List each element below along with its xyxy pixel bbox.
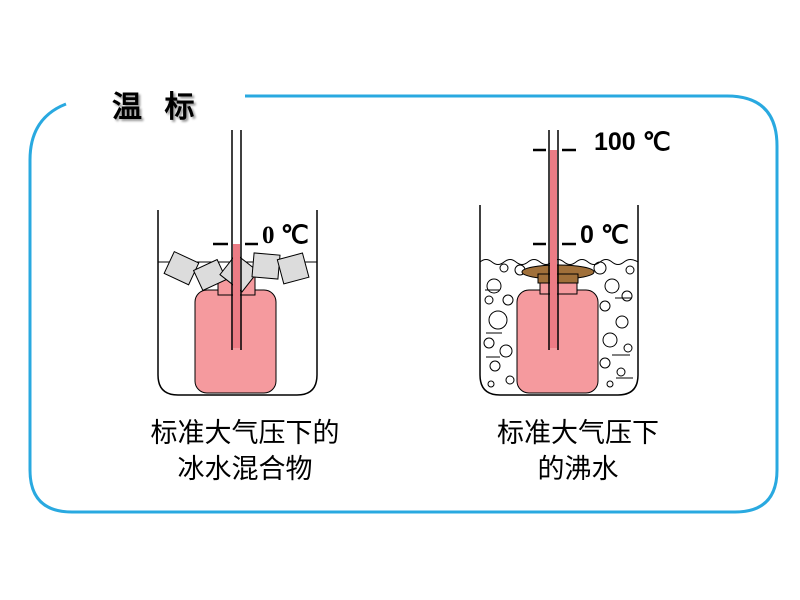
right-thermometer — [533, 130, 576, 350]
caption-line: 的沸水 — [537, 454, 619, 485]
frame-border — [28, 94, 779, 514]
right-hundred-label: 100 ℃ — [594, 128, 671, 156]
right-zero-label: 0 ℃ — [580, 221, 629, 249]
ripple-lines — [485, 289, 633, 379]
page-title: 温 标 — [112, 90, 201, 125]
caption-line: 冰水混合物 — [177, 454, 313, 485]
ice-cube — [163, 250, 200, 286]
caption-line: 标准大气压下 — [497, 418, 659, 449]
ice-cube — [251, 252, 281, 280]
bubbles — [483, 261, 635, 388]
left-liquid-column — [233, 244, 240, 348]
ice-cube — [276, 252, 310, 285]
ice-water-setup — [157, 130, 318, 396]
left-thermometer — [213, 130, 258, 350]
left-zero-label: 0 ℃ — [262, 222, 309, 249]
ice-cube — [192, 258, 228, 292]
right-liquid-column — [550, 150, 557, 348]
right-beaker — [479, 205, 639, 396]
boiling-water-setup — [479, 130, 639, 396]
left-caption: 标准大气压下的 冰水混合物 — [115, 416, 375, 488]
left-beaker — [157, 210, 318, 396]
caption-line: 标准大气压下的 — [150, 418, 340, 449]
right-caption: 标准大气压下 的沸水 — [448, 416, 708, 488]
